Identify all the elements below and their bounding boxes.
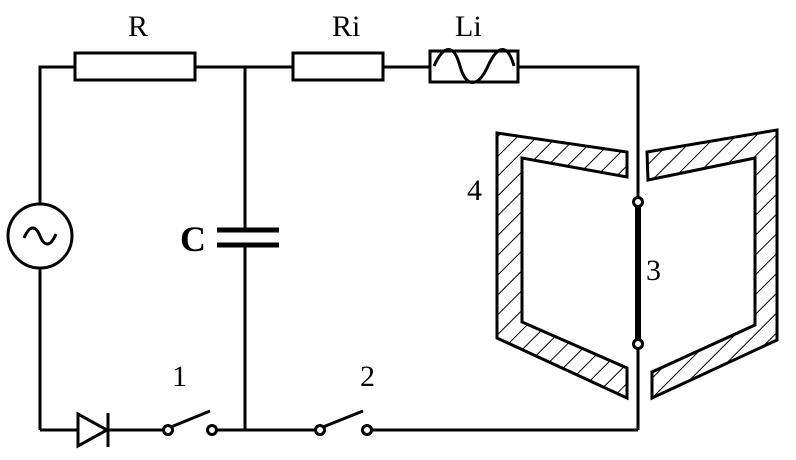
switch-1-lever[interactable] [170, 409, 211, 429]
magnet-core-left [495, 131, 629, 401]
label-switch-1: 1 [172, 360, 187, 393]
diode-icon [76, 411, 111, 449]
resistor-ri [291, 51, 385, 82]
switch-2-contact-b [361, 424, 373, 436]
wire-right [518, 65, 640, 202]
ac-wave-icon [22, 226, 58, 246]
label-conductor-3: 3 [646, 254, 661, 287]
resistor-r [73, 51, 197, 82]
magnet-core-right [645, 128, 779, 401]
label-magnet-4: 4 [467, 174, 482, 207]
label-r: R [128, 10, 148, 43]
switch-1-contact-a [162, 424, 174, 436]
switch-2-contact-a [314, 424, 326, 436]
conductor-terminal-bottom [632, 338, 644, 350]
label-c: C [180, 219, 206, 259]
conductor-terminal-top [632, 196, 644, 208]
label-li: Li [455, 10, 482, 43]
inductor-sine-icon [432, 48, 516, 84]
inductor-li [428, 49, 520, 84]
label-ri: Ri [332, 10, 360, 43]
switch-2-lever[interactable] [322, 409, 364, 429]
wire-top [38, 65, 75, 236]
switch-1-contact-b [206, 424, 218, 436]
label-switch-2: 2 [360, 360, 375, 393]
